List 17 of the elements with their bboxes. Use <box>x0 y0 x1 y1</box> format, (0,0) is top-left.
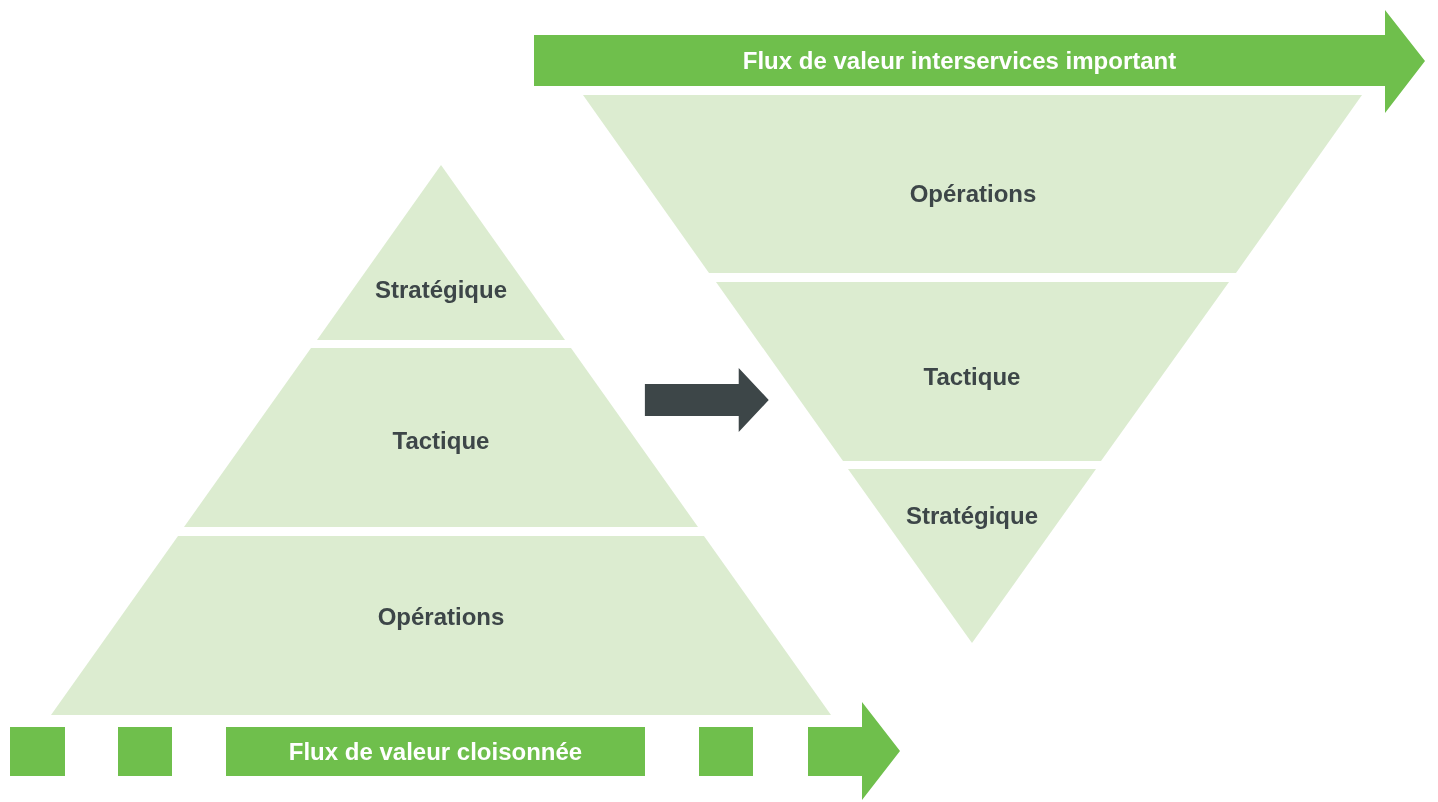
flow-block <box>226 727 645 776</box>
block-arrow <box>644 368 769 432</box>
layer-label: Flux de valeur cloisonnée <box>288 736 583 767</box>
inverted-pyramid-layer <box>716 282 1229 461</box>
pyramid-layer <box>51 536 831 715</box>
layer-label: Tactique <box>392 426 490 456</box>
layer-label: Flux de valeur interservices important <box>742 45 1177 76</box>
layer-label: Opérations <box>377 602 505 632</box>
layer-label: Stratégique <box>375 275 507 305</box>
inverted-pyramid-layer <box>848 469 1096 643</box>
pyramid-layer <box>317 165 565 340</box>
pyramid-layer <box>184 348 698 527</box>
layer-label: Tactique <box>923 362 1021 392</box>
layer-label: Stratégique <box>906 501 1038 531</box>
inverted-pyramid-layer <box>583 95 1362 273</box>
flow-arrow <box>534 10 1426 113</box>
layer-label: Opérations <box>909 179 1037 209</box>
